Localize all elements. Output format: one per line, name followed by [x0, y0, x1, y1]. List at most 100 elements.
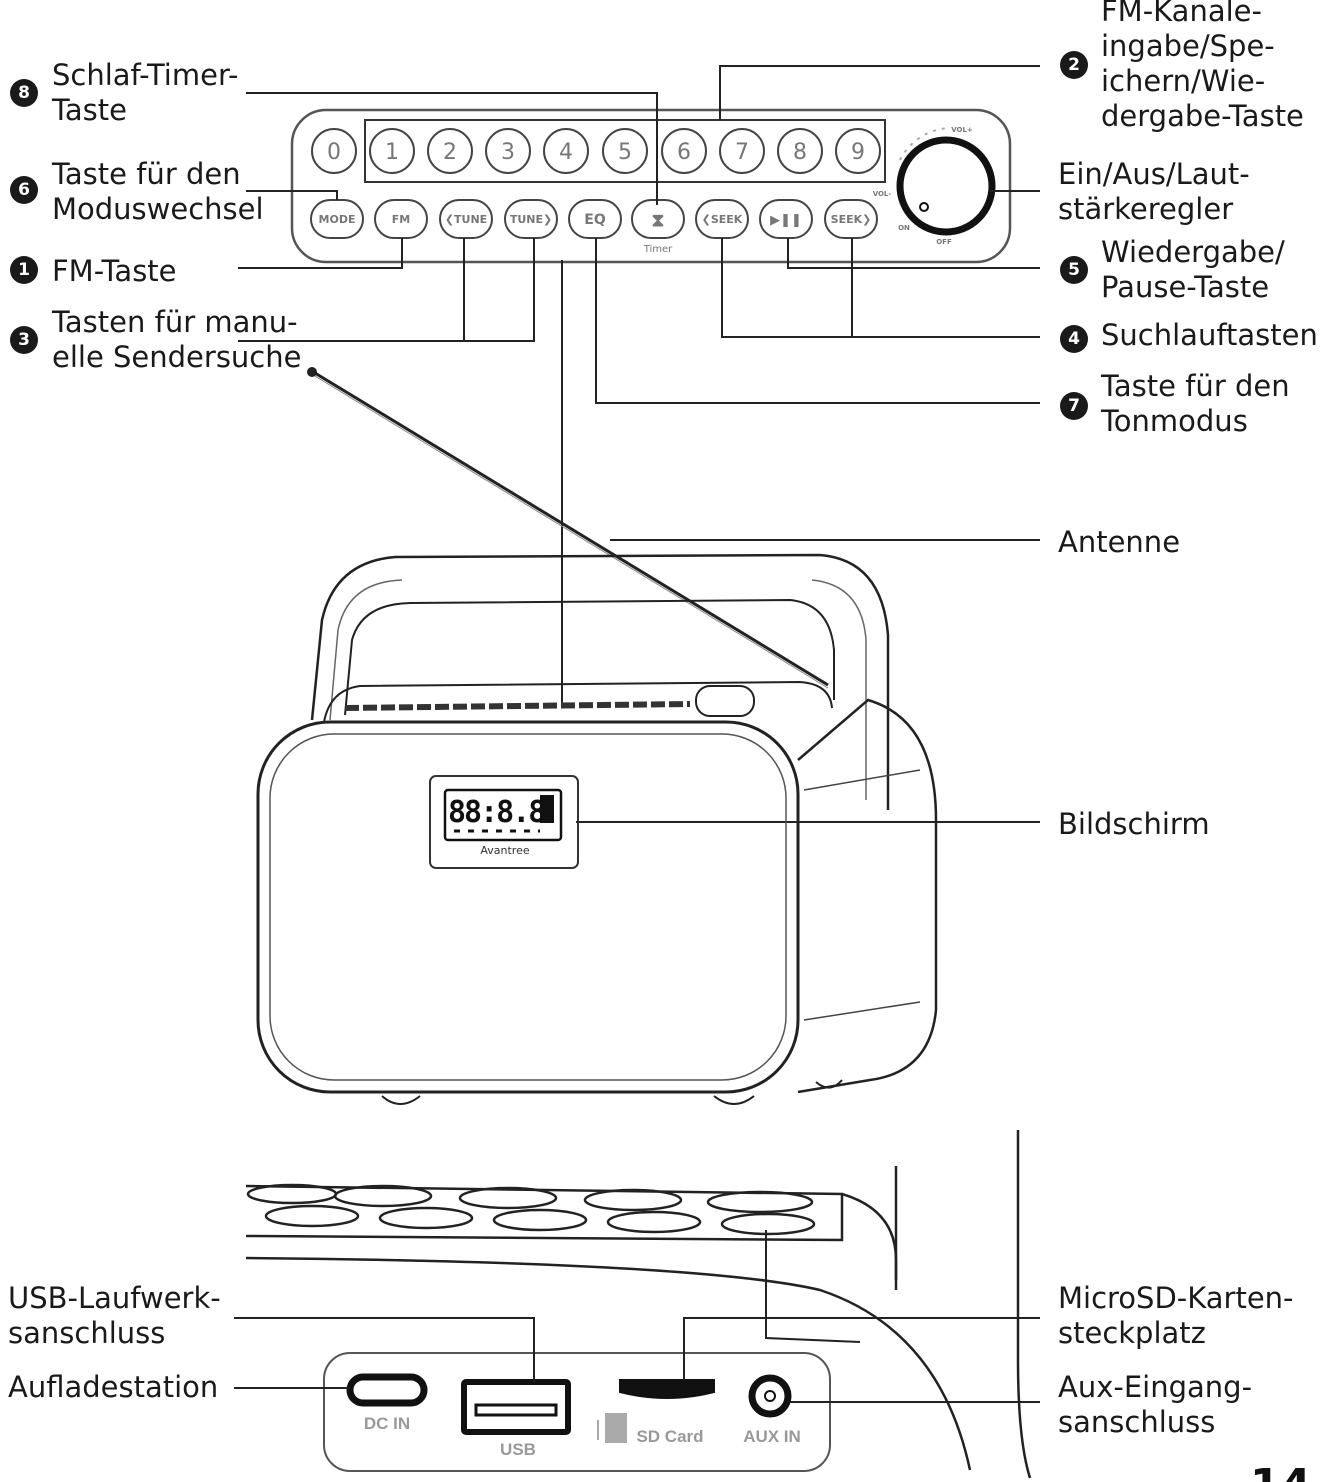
display-digits: 88:8.8	[448, 795, 545, 830]
leader-channel-entry	[719, 65, 1040, 120]
badge-4: 4	[1060, 325, 1088, 353]
tune-up-key-label: TUNE❯	[510, 213, 552, 226]
volume-knob[interactable]	[896, 136, 996, 236]
on-label: ON	[898, 224, 910, 232]
radio-top	[323, 680, 833, 723]
vol-plus-label: VOL+	[951, 126, 973, 134]
digit-key-0[interactable]	[311, 128, 357, 174]
label-mode-switch: Taste für den Moduswechsel	[52, 157, 264, 226]
brand-logo: Avantree	[480, 844, 529, 857]
seek-up-key-label: SEEK❯	[831, 213, 872, 226]
timer-label: Timer	[643, 244, 673, 255]
radio-foot-left	[381, 1095, 421, 1105]
play-pause-key-label: ▶❚❚	[770, 213, 802, 228]
label-antenna: Antenne	[1058, 525, 1181, 559]
sd-card-slot[interactable]	[619, 1379, 715, 1399]
digit-label-1: 1	[385, 140, 399, 165]
tune-up-key[interactable]	[504, 199, 558, 239]
leader-lines	[238, 65, 1040, 823]
digit-label-7: 7	[735, 140, 749, 165]
port-panel	[323, 1352, 831, 1472]
leader-play-pause	[787, 238, 1040, 269]
label-sound-mode: Taste für den Tonmodus	[1101, 369, 1290, 438]
digit-key-3[interactable]	[485, 128, 531, 174]
vol-minus-label: VOL-	[873, 190, 892, 198]
timer-key-icon: ⧗	[652, 210, 665, 231]
seek-down-key-label: ❮SEEK	[702, 213, 743, 226]
top-keys	[344, 701, 691, 711]
volume-scale-arc	[899, 127, 951, 161]
label-sleep-timer: Schlaf-Timer- Taste	[52, 58, 239, 127]
knob-indicator-icon	[919, 202, 929, 212]
off-label: OFF	[936, 238, 952, 246]
digit-label-5: 5	[618, 140, 632, 165]
battery-icon	[540, 795, 554, 823]
badge-5: 5	[1060, 256, 1088, 284]
digit-key-8[interactable]	[777, 128, 823, 174]
tune-down-key-label: ❮TUNE	[445, 213, 487, 226]
leader-manual-tune	[238, 238, 535, 342]
label-play-pause: Wiedergabe/ Pause-Taste	[1101, 235, 1285, 304]
leader-sound-mode	[595, 238, 1040, 404]
digit-key-7[interactable]	[719, 128, 765, 174]
eq-key-label: EQ	[584, 212, 606, 228]
label-charging: Aufladestation	[8, 1370, 219, 1404]
radio-handle	[310, 553, 890, 810]
label-display: Bildschirm	[1058, 807, 1210, 841]
digit-label-0: 0	[327, 140, 341, 165]
bottom-leader-lines	[234, 1230, 1040, 1403]
leader-mode	[246, 190, 338, 200]
digit-label-2: 2	[443, 140, 457, 165]
page-number: 14	[1250, 1460, 1311, 1482]
leader-microsd	[683, 1317, 1040, 1380]
usb-label: USB	[500, 1440, 536, 1459]
sd-card-label: SD Card	[636, 1427, 703, 1446]
radio-foot-right	[713, 1095, 755, 1105]
aux-in-label: AUX IN	[743, 1427, 801, 1446]
bottom-detail	[245, 1130, 1032, 1479]
digit-key-1[interactable]	[369, 128, 415, 174]
badge-7: 7	[1060, 392, 1088, 420]
label-aux: Aux-Eingang- sanschluss	[1058, 1370, 1253, 1439]
digit-key-5[interactable]	[602, 128, 648, 174]
digit-label-4: 4	[559, 140, 573, 165]
tune-down-key[interactable]	[439, 199, 493, 239]
leader-seek	[721, 238, 1040, 338]
display-frame	[429, 775, 579, 869]
digit-key-9[interactable]	[835, 128, 881, 174]
digit-key-6[interactable]	[661, 128, 707, 174]
label-seek: Suchlauftasten	[1101, 318, 1318, 352]
digit-key-group	[364, 119, 886, 183]
radio-front	[256, 720, 800, 1094]
badge-1: 1	[10, 256, 38, 284]
digit-label-8: 8	[793, 140, 807, 165]
label-microsd: MicroSD-Karten- steckplatz	[1058, 1281, 1294, 1350]
play-pause-key[interactable]	[759, 199, 813, 239]
leader-sleep-timer	[246, 92, 658, 205]
label-power-volume: Ein/Aus/Laut- stärkeregler	[1058, 157, 1250, 226]
radio-side	[797, 698, 938, 1094]
function-keys	[310, 199, 878, 239]
badge-6: 6	[10, 176, 38, 204]
sd-card-icon	[597, 1413, 627, 1443]
label-channel-entry: FM-Kanale- ingabe/Spe- ichern/Wie- derga…	[1101, 0, 1304, 133]
digit-key-2[interactable]	[427, 128, 473, 174]
leader-fm	[238, 238, 403, 269]
leader-usb	[234, 1317, 535, 1382]
control-panel	[290, 108, 1012, 264]
antenna	[309, 368, 829, 687]
badge-8: 8	[10, 79, 38, 107]
mode-key-label: MODE	[319, 213, 356, 226]
leader-keycap	[765, 1230, 861, 1343]
label-manual-tune: Tasten für manu- elle Sendersuche	[52, 305, 302, 374]
digit-label-3: 3	[501, 140, 515, 165]
fm-key-label: FM	[392, 213, 410, 226]
digit-keys	[311, 128, 881, 174]
aux-in-port[interactable]	[748, 1374, 792, 1418]
label-usb: USB-Laufwerk- sanschluss	[8, 1281, 221, 1350]
usb-port[interactable]	[461, 1379, 571, 1435]
dc-in-port[interactable]	[346, 1373, 428, 1407]
digit-key-4[interactable]	[543, 128, 589, 174]
